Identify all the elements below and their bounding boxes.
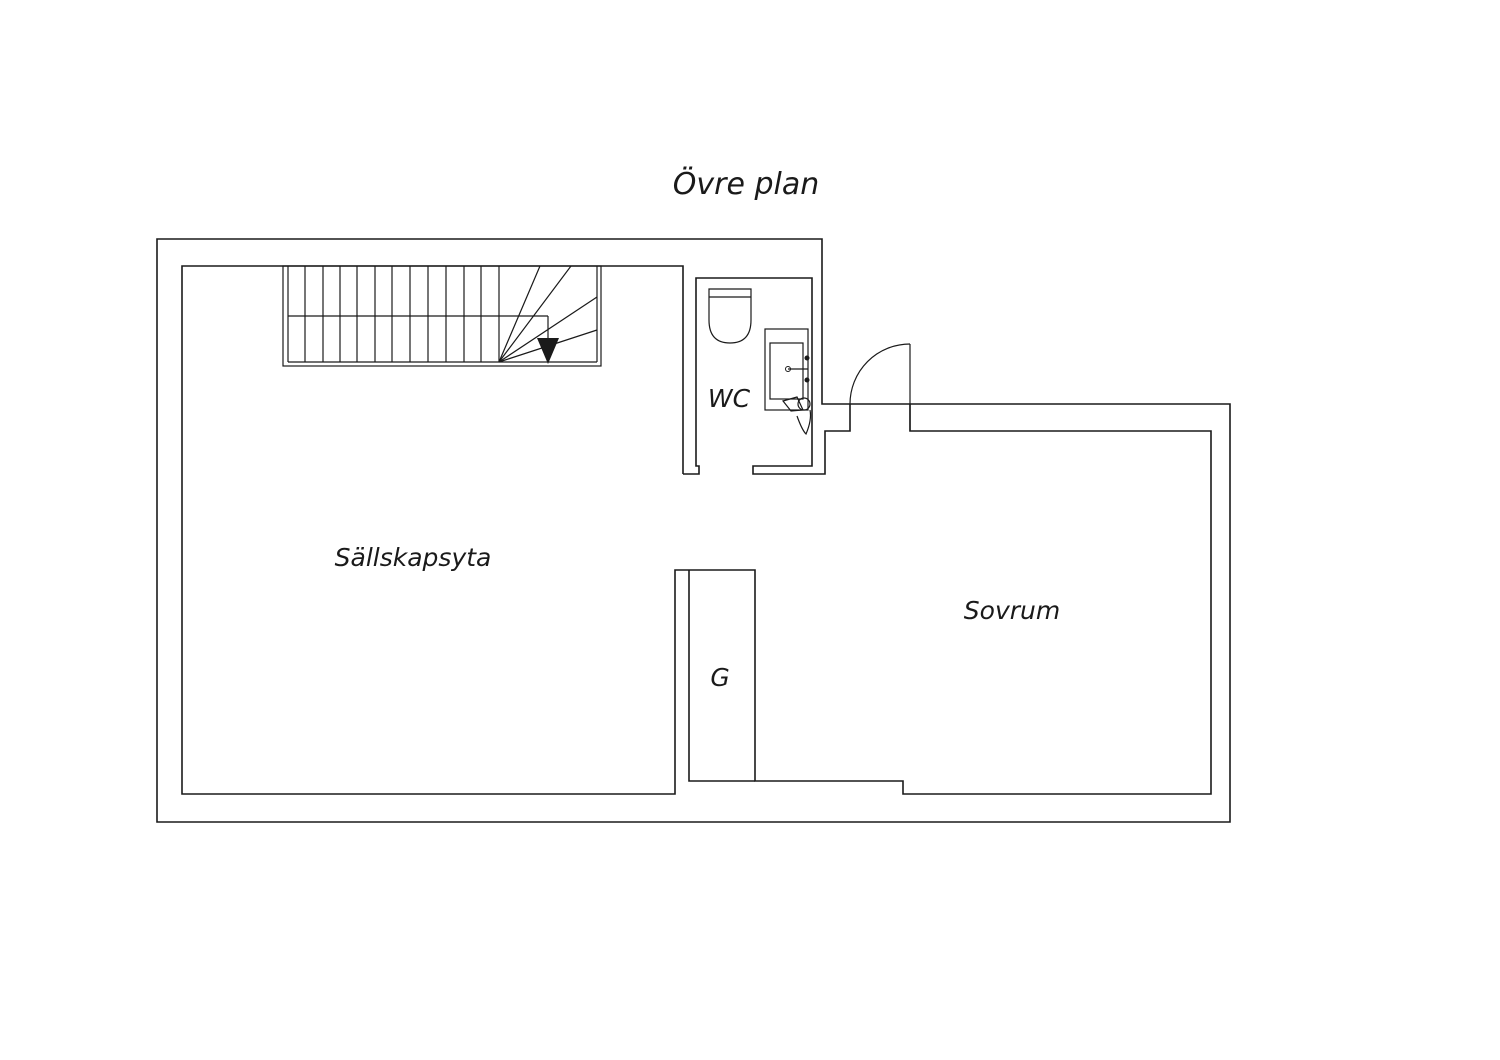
door-swing-icon [849,343,911,431]
room-label-living: Sällskapsyta [335,543,492,572]
drain-icon [781,396,812,436]
sink-icon [764,328,810,411]
room-label-wc: WC [708,384,751,413]
stair-arrow-icon [537,338,559,364]
staircase [282,265,602,367]
room-label-bedroom: Sovrum [964,596,1060,625]
outer-wall [156,238,1231,823]
room-label-wardrobe: G [710,663,729,692]
toilet-icon [708,288,752,344]
living-inner-wall [181,265,1212,795]
wardrobe-wall [688,570,755,782]
wc-wall-right [683,277,851,475]
plan-title: Övre plan [673,166,819,202]
